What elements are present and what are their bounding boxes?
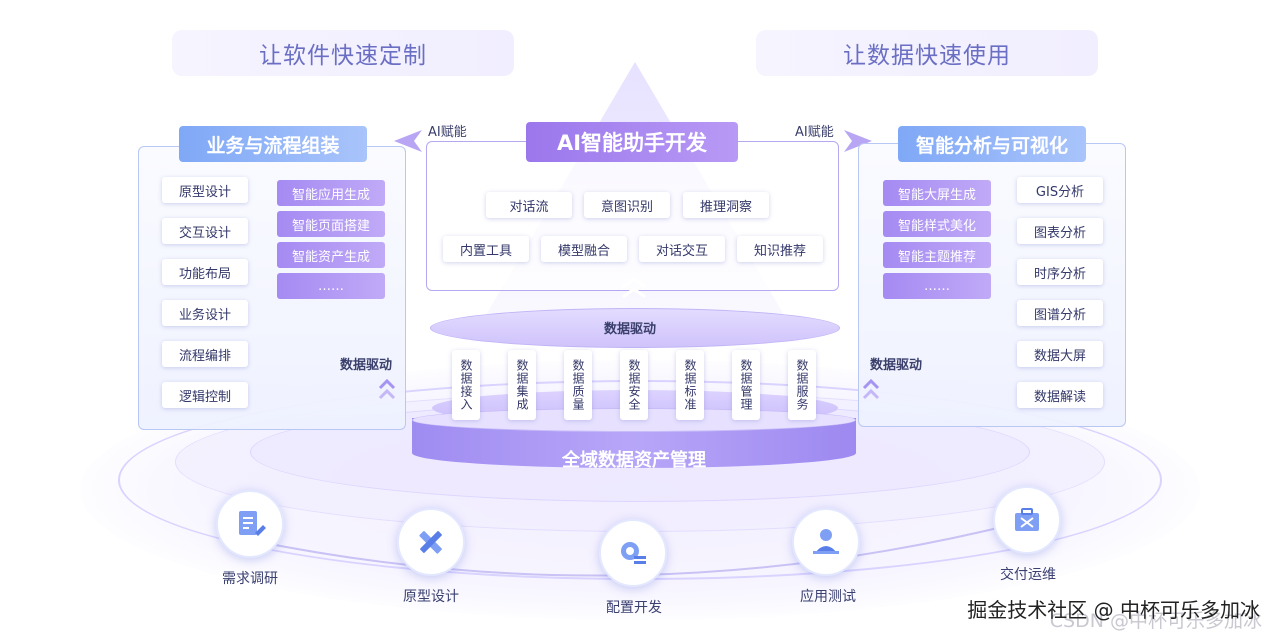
right-item: 数据大屏 <box>1017 341 1103 367</box>
ai-empower-right-label: AI赋能 <box>795 125 834 140</box>
left-item: 流程编排 <box>162 341 248 367</box>
data-pillar: 数据集成 <box>508 350 536 420</box>
ai-empower-left-arrow-icon <box>394 130 422 152</box>
center-feature: 推理洞察 <box>683 192 769 218</box>
pillar-text: 数据集成 <box>515 359 529 411</box>
right-ai-item: 智能大屏生成 <box>883 180 991 206</box>
base-label: 全域数据资产管理 <box>562 450 706 471</box>
left-ai-item: …… <box>277 273 385 299</box>
left-item: 原型设计 <box>162 177 248 203</box>
data-pillar: 数据质量 <box>564 350 592 420</box>
right-panel-title: 智能分析与可视化 <box>898 126 1086 162</box>
ai-empower-left-label: AI赋能 <box>428 125 467 140</box>
center-feature: 知识推荐 <box>737 236 823 262</box>
center-feature: 对话流 <box>486 192 572 218</box>
watermark-secondary: CSDN @中杯可乐多加冰 <box>1049 610 1262 632</box>
step-requirements-circle <box>216 490 284 558</box>
step-delivery-circle <box>993 486 1061 554</box>
center-feature: 对话交互 <box>639 236 725 262</box>
center-panel-title: AI智能助手开发 <box>526 122 738 162</box>
right-data-driven-label: 数据驱动 <box>870 358 923 373</box>
heading-software-customization: 让软件快速定制 <box>172 30 514 76</box>
center-feature: 内置工具 <box>443 236 529 262</box>
right-item: 图表分析 <box>1017 218 1103 244</box>
step-testing-label: 应用测试 <box>800 589 856 605</box>
step-delivery-label: 交付运维 <box>1000 567 1056 583</box>
left-panel-title: 业务与流程组装 <box>179 126 367 162</box>
ruler-pencil-icon <box>419 531 442 554</box>
right-ai-item: 智能主题推荐 <box>883 242 991 268</box>
step-requirements-label: 需求调研 <box>222 571 278 587</box>
center-feature: 意图识别 <box>584 192 670 218</box>
data-pillar: 数据管理 <box>732 350 760 420</box>
left-up-chevrons-icon <box>378 378 396 400</box>
left-item: 交互设计 <box>162 218 248 244</box>
center-up-chevrons-icon <box>622 277 646 299</box>
pillar-text: 数据标准 <box>683 359 697 411</box>
center-feature: 模型融合 <box>541 236 627 262</box>
right-ai-item: 智能样式美化 <box>883 211 991 237</box>
step-config-label: 配置开发 <box>606 600 662 616</box>
right-item: GIS分析 <box>1017 177 1103 203</box>
pillar-text: 数据质量 <box>571 359 585 411</box>
left-ai-item: 智能应用生成 <box>277 180 385 206</box>
heading-data-usage: 让数据快速使用 <box>756 30 1098 76</box>
document-edit-icon <box>239 511 266 536</box>
ai-empower-right-arrow-icon <box>844 130 872 152</box>
pillar-text: 数据服务 <box>795 359 809 411</box>
pillar-text: 数据安全 <box>627 359 641 411</box>
pillar-text: 数据接入 <box>459 359 473 411</box>
left-item: 逻辑控制 <box>162 382 248 408</box>
data-pillar: 数据标准 <box>676 350 704 420</box>
right-item: 数据解读 <box>1017 382 1103 408</box>
right-item: 图谱分析 <box>1017 300 1103 326</box>
step-prototype-circle <box>397 508 465 576</box>
toolbox-icon <box>1015 508 1039 531</box>
right-item: 时序分析 <box>1017 259 1103 285</box>
center-data-driven-label: 数据驱动 <box>604 322 657 337</box>
step-prototype-label: 原型设计 <box>403 589 459 605</box>
step-config-circle <box>599 519 667 587</box>
step-testing-circle <box>792 508 860 576</box>
left-item: 功能布局 <box>162 259 248 285</box>
watermark: 掘金技术社区 @ 中杯可乐多加冰 <box>967 598 1260 622</box>
left-ai-item: 智能页面搭建 <box>277 211 385 237</box>
right-up-chevrons-icon <box>862 378 880 400</box>
tester-icon <box>813 529 839 554</box>
left-ai-item: 智能资产生成 <box>277 242 385 268</box>
gear-config-icon <box>621 542 646 564</box>
pillar-text: 数据管理 <box>739 359 753 411</box>
data-pillar: 数据接入 <box>452 350 480 420</box>
data-pillar: 数据服务 <box>788 350 816 420</box>
data-pillar: 数据安全 <box>620 350 648 420</box>
right-ai-item: …… <box>883 273 991 299</box>
left-item: 业务设计 <box>162 300 248 326</box>
left-data-driven-label: 数据驱动 <box>340 358 393 373</box>
data-drive-disc <box>430 308 840 348</box>
